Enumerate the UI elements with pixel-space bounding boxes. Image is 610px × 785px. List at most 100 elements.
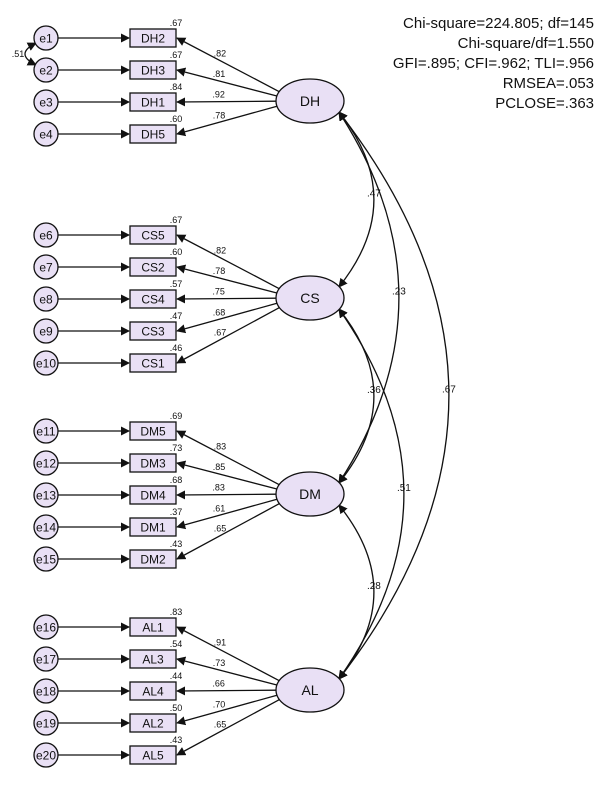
loading-label-dh5: .78 xyxy=(213,110,226,120)
r-squared-al2: .50 xyxy=(170,703,183,713)
r-squared-dm3: .73 xyxy=(170,443,183,453)
loading-path-dm4 xyxy=(176,490,277,500)
indicator-box-dm5 xyxy=(129,421,177,441)
loading-label-dm1: .61 xyxy=(213,503,226,513)
loading-label-dm5: .83 xyxy=(214,442,227,452)
r-squared-dh3: .67 xyxy=(170,50,183,60)
error-node-e13 xyxy=(33,482,59,508)
latent-label-al: AL xyxy=(301,682,318,698)
error-label-e14: e14 xyxy=(36,521,56,535)
indicator-label-dh2: DH2 xyxy=(141,32,165,46)
error-label-e9: e9 xyxy=(39,325,53,339)
loading-path-dh2 xyxy=(176,37,280,93)
indicator-box-dh2 xyxy=(129,28,177,48)
loading-label-dm2: .65 xyxy=(214,524,227,534)
loading-label-dh1: .92 xyxy=(212,90,225,100)
indicator-label-cs5: CS5 xyxy=(141,229,165,243)
latent-label-dm: DM xyxy=(299,486,321,502)
r-squared-cs2: .60 xyxy=(170,247,183,257)
loading-label-al2: .70 xyxy=(213,699,226,709)
r-squared-dh2: .67 xyxy=(170,18,183,28)
indicator-label-dh1: DH1 xyxy=(141,96,165,110)
error-node-e4 xyxy=(33,121,59,147)
loading-label-al1: .91 xyxy=(214,638,227,648)
fit-pclose: PCLOSE=.363 xyxy=(495,95,594,112)
covariance-path-cs-dm xyxy=(338,308,375,484)
r-squared-dh1: .84 xyxy=(170,82,183,92)
error-node-e6 xyxy=(33,222,59,248)
r-squared-dm2: .43 xyxy=(170,539,183,549)
indicator-box-dh1 xyxy=(129,92,177,112)
indicator-box-cs5 xyxy=(129,225,177,245)
latent-label-dh: DH xyxy=(300,93,320,109)
indicator-box-dm2 xyxy=(129,549,177,569)
error-node-e3 xyxy=(33,89,59,115)
covariance-path-dh-cs xyxy=(338,111,375,288)
loading-label-cs1: .67 xyxy=(214,328,227,338)
error-label-e6: e6 xyxy=(39,229,53,243)
r-squared-dh5: .60 xyxy=(170,114,183,124)
latent-node-dh xyxy=(275,78,345,124)
indicator-label-al4: AL4 xyxy=(142,685,164,699)
loading-path-dh1 xyxy=(176,97,277,107)
r-squared-al5: .43 xyxy=(170,735,183,745)
r-squared-al3: .54 xyxy=(170,639,183,649)
error-node-e9 xyxy=(33,318,59,344)
loading-label-cs2: .78 xyxy=(213,266,226,276)
indicator-label-al3: AL3 xyxy=(142,653,164,667)
loading-label-al4: .66 xyxy=(212,679,225,689)
error-label-e12: e12 xyxy=(36,457,56,471)
error-covariance-label-e1-e2: .51 xyxy=(12,49,25,59)
fit-rmsea: RMSEA=.053 xyxy=(502,75,594,92)
indicator-box-dh5 xyxy=(129,124,177,144)
error-label-e7: e7 xyxy=(39,261,53,275)
indicator-box-cs4 xyxy=(129,289,177,309)
indicator-box-dm1 xyxy=(129,517,177,537)
r-squared-dm4: .68 xyxy=(170,475,183,485)
error-node-e10 xyxy=(33,350,59,376)
error-node-e14 xyxy=(33,514,59,540)
loading-path-dm2 xyxy=(176,503,280,560)
error-label-e20: e20 xyxy=(36,749,56,763)
error-label-e4: e4 xyxy=(39,128,53,142)
r-squared-al1: .83 xyxy=(170,607,183,617)
error-label-e10: e10 xyxy=(36,357,56,371)
indicator-label-al5: AL5 xyxy=(142,749,164,763)
covariance-label-dh-dm: .23 xyxy=(392,287,406,298)
error-node-e19 xyxy=(33,710,59,736)
loading-label-dm3: .85 xyxy=(213,462,226,472)
indicator-box-dh3 xyxy=(129,60,177,80)
error-node-e20 xyxy=(33,742,59,768)
indicator-label-cs3: CS3 xyxy=(141,325,165,339)
error-covariance-e1-e2 xyxy=(24,42,37,66)
error-node-e15 xyxy=(33,546,59,572)
covariance-label-dh-cs: .47 xyxy=(367,189,381,200)
error-label-e8: e8 xyxy=(39,293,53,307)
error-label-e18: e18 xyxy=(36,685,56,699)
fit-statistics: Chi-square=224.805; df=145 Chi-square/df… xyxy=(393,14,594,114)
covariance-path-dh-al xyxy=(338,111,450,680)
error-label-e16: e16 xyxy=(36,621,56,635)
covariance-label-cs-al: .51 xyxy=(397,483,411,494)
error-node-e16 xyxy=(33,614,59,640)
indicator-box-cs3 xyxy=(129,321,177,341)
indicator-label-cs2: CS2 xyxy=(141,261,165,275)
loading-path-cs3 xyxy=(176,302,278,334)
error-label-e2: e2 xyxy=(39,64,53,78)
r-squared-cs3: .47 xyxy=(170,311,183,321)
r-squared-cs5: .67 xyxy=(170,215,183,225)
indicator-box-dm4 xyxy=(129,485,177,505)
covariance-path-dh-dm xyxy=(338,111,400,484)
indicator-label-dh5: DH5 xyxy=(141,128,165,142)
error-label-e17: e17 xyxy=(36,653,56,667)
loading-path-cs4 xyxy=(176,294,277,304)
indicator-label-dm1: DM1 xyxy=(140,521,166,535)
loading-label-dh2: .82 xyxy=(214,49,227,59)
covariance-label-cs-dm: .36 xyxy=(367,385,381,396)
r-squared-cs4: .57 xyxy=(170,279,183,289)
indicator-box-al3 xyxy=(129,649,177,669)
latent-node-cs xyxy=(275,275,345,321)
loading-path-al4 xyxy=(176,686,277,696)
loading-path-dm3 xyxy=(176,460,278,490)
